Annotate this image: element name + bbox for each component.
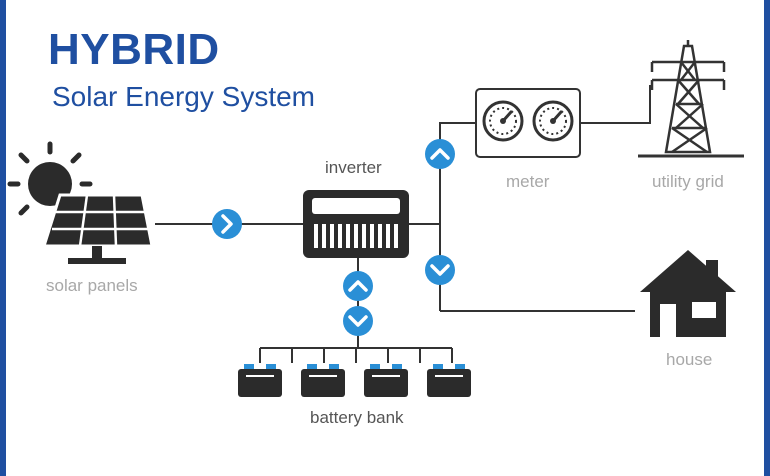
- power-tower-icon: [638, 40, 744, 158]
- chevron-up-icon: [343, 271, 373, 301]
- meter-dial-left: [482, 100, 524, 142]
- battery-icon: [364, 364, 408, 397]
- frame-border-left: [0, 0, 6, 476]
- inverter-icon: [303, 190, 409, 258]
- bus-vertical-line: [439, 122, 476, 311]
- battery-icon: [301, 364, 345, 397]
- battery-bank-label: battery bank: [310, 408, 404, 427]
- battery-icon: [427, 364, 471, 397]
- chevron-right-icon: [212, 209, 242, 239]
- meter-label: meter: [506, 172, 550, 191]
- meter-to-grid-line: [580, 85, 651, 124]
- diagram-subtitle: Solar Energy System: [52, 81, 315, 112]
- chevron-down-icon: [343, 306, 373, 336]
- inverter-label: inverter: [325, 158, 382, 177]
- battery-bank-icons: [238, 364, 471, 397]
- chevron-down-icon: [425, 255, 455, 285]
- frame-border-right: [764, 0, 770, 476]
- solar-panels-label: solar panels: [46, 276, 138, 295]
- solar-panel-icon: [41, 193, 154, 264]
- diagram-title: HYBRID: [48, 25, 220, 74]
- battery-icon: [238, 364, 282, 397]
- meter-dial-right: [532, 100, 574, 142]
- house-label: house: [666, 350, 713, 369]
- utility-grid-label: utility grid: [652, 172, 724, 191]
- chevron-up-icon: [425, 139, 455, 169]
- meter-icon: [475, 88, 581, 158]
- house-icon: [640, 250, 736, 337]
